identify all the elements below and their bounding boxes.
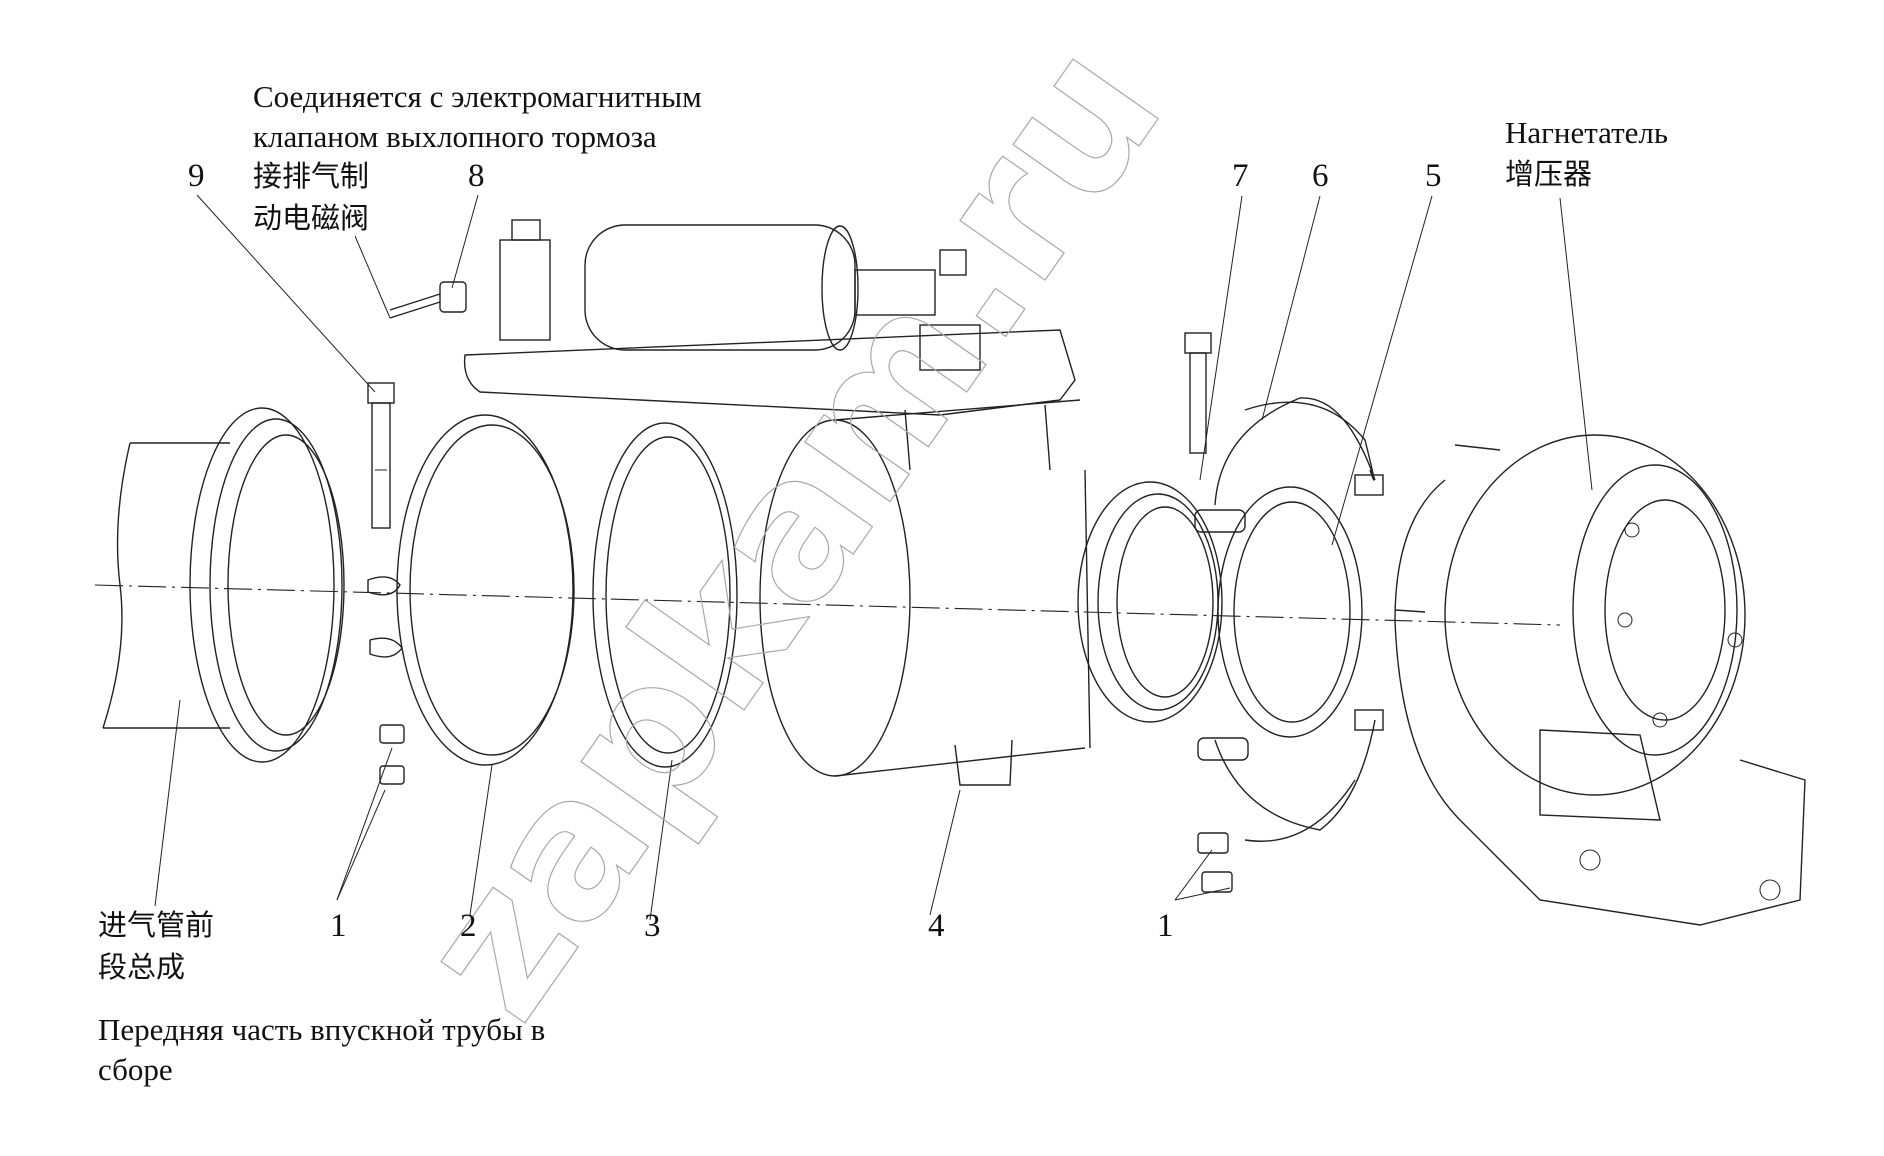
- callout-3: 3: [644, 908, 661, 944]
- callout-8: 8: [468, 158, 485, 194]
- bolt-7: [1184, 332, 1212, 454]
- callout-7: 7: [1232, 158, 1249, 194]
- label-intake-ru-line2: сборе: [98, 1052, 173, 1087]
- label-turbo-ru: Нагнетатель: [1505, 115, 1669, 150]
- clamp-6: [1194, 397, 1384, 842]
- callout-4: 4: [928, 908, 945, 944]
- clamp-ring-2: [367, 414, 575, 766]
- gasket-ring-3: [592, 422, 738, 768]
- callout-6: 6: [1312, 158, 1329, 194]
- nuts-1-left: [379, 724, 405, 785]
- label-intake-cn-line1: 进气管前: [98, 908, 215, 942]
- label-intake-cn-line2: 段总成: [98, 950, 186, 984]
- callout-1-left: 1: [330, 908, 347, 944]
- callout-9: 9: [188, 158, 205, 194]
- nuts-1-right: [1197, 832, 1233, 893]
- label-solenoid-cn-line1: 接排气制: [253, 159, 370, 193]
- solenoid-valve-assembly: [389, 219, 1076, 416]
- label-turbo-cn: 增压器: [1505, 157, 1593, 191]
- callout-1-right: 1: [1157, 908, 1174, 944]
- intake-pipe-front-section: [102, 407, 345, 763]
- callout-2: 2: [460, 908, 477, 944]
- label-solenoid-cn-line2: 动电磁阀: [253, 201, 370, 235]
- gasket-ring-5: [1217, 486, 1363, 738]
- label-solenoid-ru-line1: Соединяется с электромагнитным: [253, 79, 702, 114]
- turbocharger: [1394, 434, 1806, 926]
- bolt-9: [367, 382, 395, 529]
- label-solenoid-ru-line2: клапаном выхлопного тормоза: [253, 119, 657, 154]
- label-intake-ru-line1: Передняя часть впускной трубы в: [98, 1012, 546, 1047]
- watermark: zapkam.ru: [376, 5, 1204, 1056]
- leader-lines: [154, 194, 1593, 921]
- center-axis: [94, 584, 1561, 626]
- exhaust-brake-body-4: [759, 399, 1223, 786]
- callout-5: 5: [1425, 158, 1442, 194]
